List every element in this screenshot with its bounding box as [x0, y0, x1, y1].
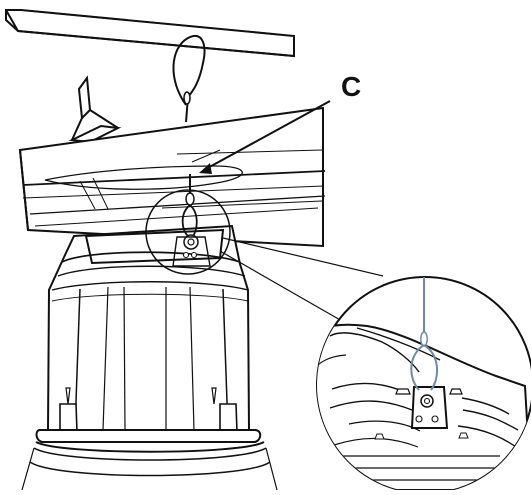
ceiling-rail — [5, 9, 295, 58]
speaker-icon — [21, 224, 278, 491]
callout-pointer — [199, 100, 331, 174]
callout-label: C — [341, 71, 362, 102]
upper-wire — [172, 35, 206, 123]
wire-loop-icon — [172, 174, 211, 267]
bracket-icon — [68, 75, 122, 144]
detail-view — [317, 277, 531, 491]
